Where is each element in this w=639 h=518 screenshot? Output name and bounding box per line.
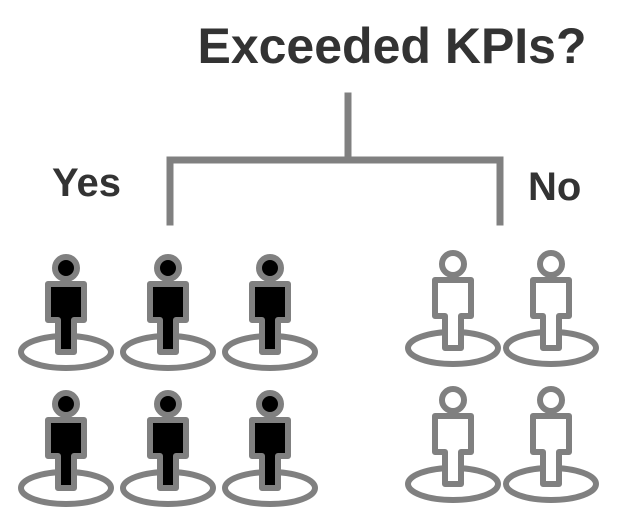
yes-label: Yes — [52, 161, 121, 205]
person-filled-icon — [120, 390, 216, 507]
no-people-group — [405, 250, 599, 503]
decision-tree-lines — [166, 92, 504, 226]
person-filled-icon — [18, 254, 114, 371]
person-outline-icon — [405, 386, 501, 503]
person-outline-icon — [503, 250, 599, 367]
person-outline-icon — [503, 386, 599, 503]
person-outline-icon — [405, 250, 501, 367]
yes-people-group — [18, 254, 318, 507]
person-filled-icon — [222, 390, 318, 507]
person-filled-icon — [120, 254, 216, 371]
person-filled-icon — [18, 390, 114, 507]
question-title: Exceeded KPIs? — [197, 18, 586, 74]
no-label: No — [528, 165, 581, 209]
person-filled-icon — [222, 254, 318, 371]
